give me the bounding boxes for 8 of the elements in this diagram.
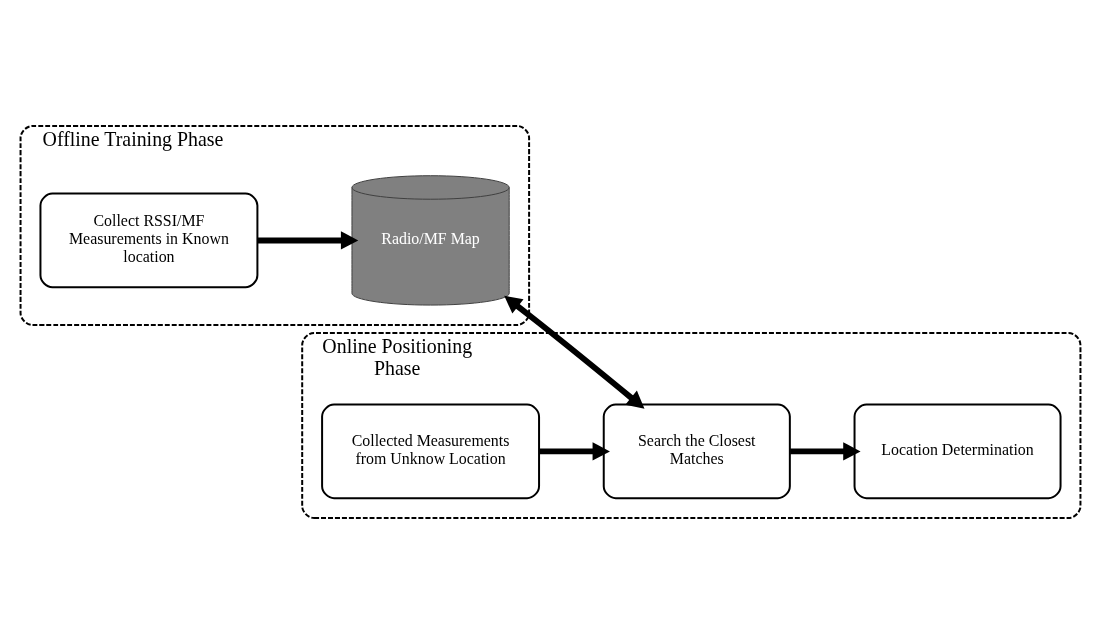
arrow: [539, 441, 610, 460]
node-box: Location Determination: [853, 403, 1062, 499]
node-box: Search the Closest Matches: [602, 403, 791, 499]
node-box: Collect RSSI/MF Measurements in Known location: [39, 192, 259, 288]
arrow: [790, 441, 861, 460]
arrow: [257, 230, 359, 249]
arrow: [504, 295, 645, 409]
node-box: Collected Measurements from Unknow Location: [321, 403, 541, 499]
